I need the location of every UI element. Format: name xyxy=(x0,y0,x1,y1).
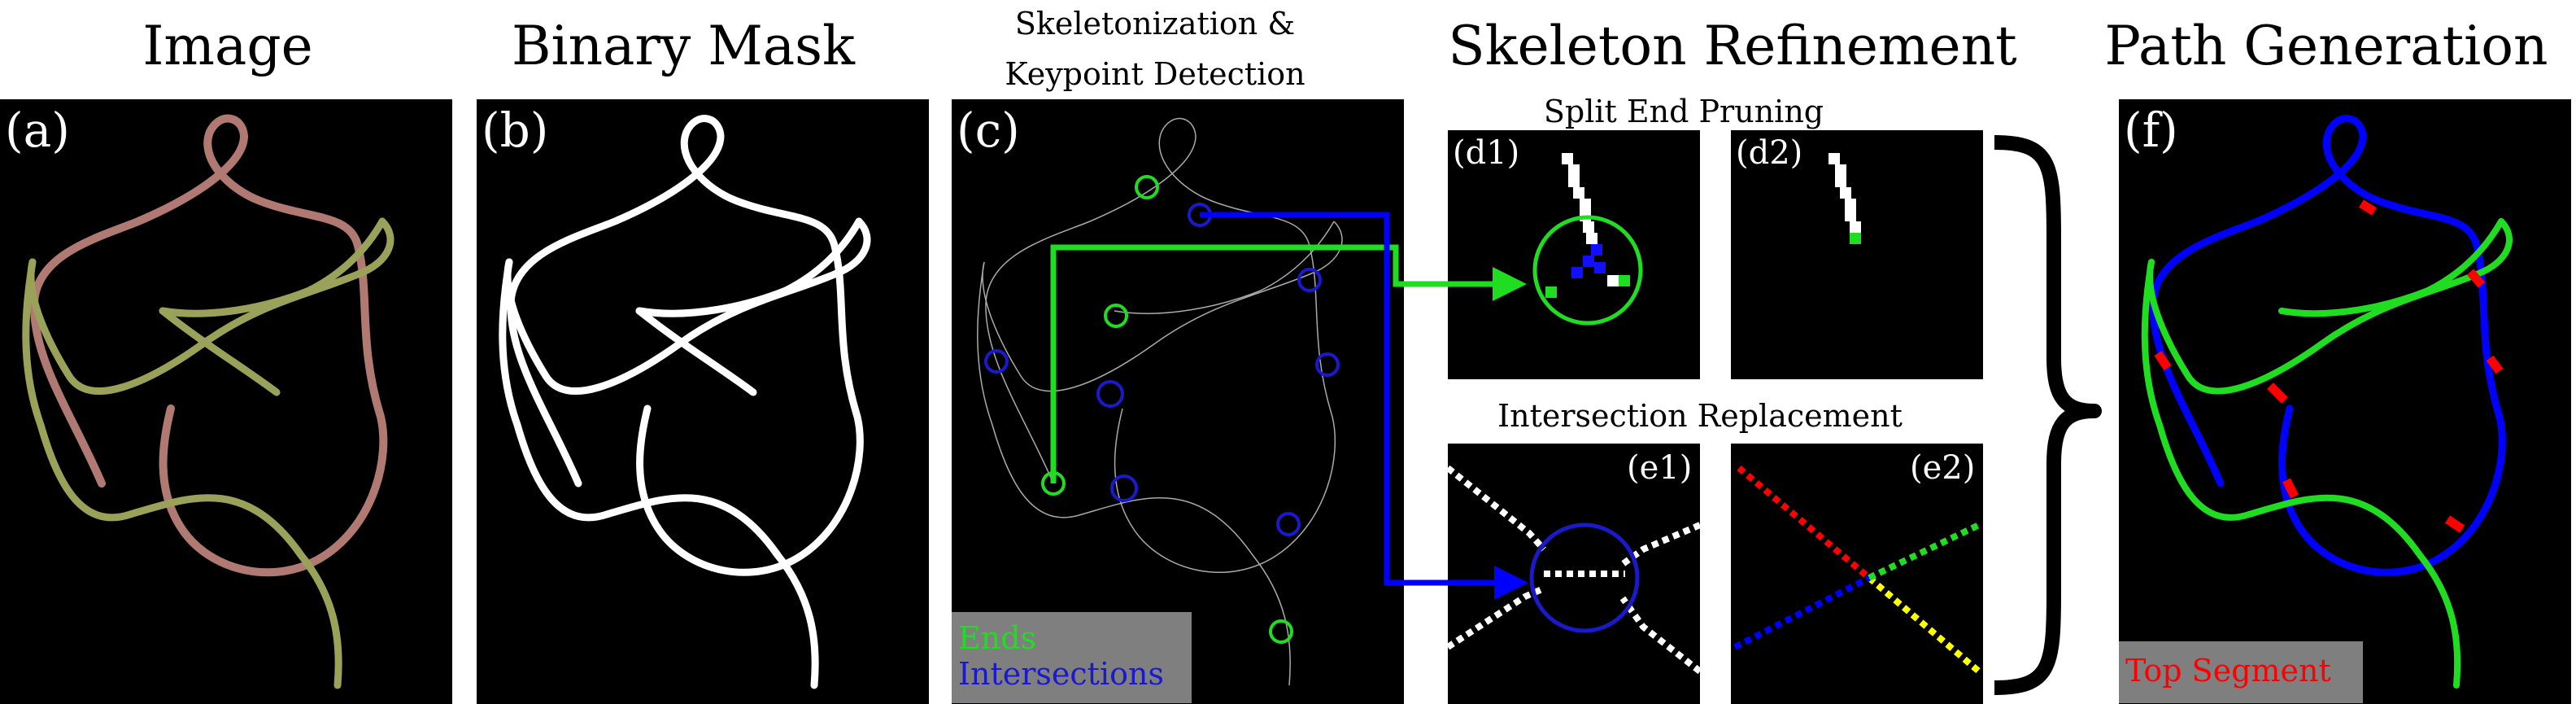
e2-pixels xyxy=(1733,465,1981,675)
title-split-end-pruning: Split End Pruning xyxy=(1543,94,1824,129)
top-segment-mark xyxy=(2282,478,2299,499)
image-cables xyxy=(22,114,394,689)
top-segment-marks xyxy=(2154,199,2504,533)
title-skeleton-refinement: Skeleton Refinement xyxy=(1448,15,2017,77)
d1-pixels xyxy=(1532,153,1643,326)
legend-top-segment: Top Segment xyxy=(2119,641,2363,703)
end-marker xyxy=(1269,619,1293,644)
generated-paths xyxy=(2141,115,2513,689)
label-d1: (d1) xyxy=(1453,134,1520,172)
legend-ends: Ends xyxy=(958,620,1037,656)
label-e2: (e2) xyxy=(1910,449,1976,487)
legend-keypoints: Ends Intersections xyxy=(952,612,1192,703)
legend-top-segment-label: Top Segment xyxy=(2125,653,2331,689)
panel-image: (a) xyxy=(0,99,452,704)
panel-e2: (e2) xyxy=(1731,444,1983,704)
label-f: (f) xyxy=(2124,103,2178,158)
top-segment-mark xyxy=(2359,199,2377,216)
label-c: (c) xyxy=(957,103,1020,158)
label-e1: (e1) xyxy=(1627,449,1693,487)
title-intersection-replacement: Intersection Replacement xyxy=(1497,398,1903,434)
panel-binary-mask: (b) xyxy=(477,99,929,704)
title-binary-mask: Binary Mask xyxy=(511,15,856,77)
title-image: Image xyxy=(142,15,313,77)
top-segment-mark xyxy=(2444,515,2465,533)
intersection-marker xyxy=(984,349,1009,374)
panel-path-generation: (f) Top Segment xyxy=(2119,99,2571,704)
title-path-generation: Path Generation xyxy=(2104,15,2548,77)
top-segment-mark xyxy=(2267,383,2288,404)
panel-d2: (d2) xyxy=(1731,130,1983,379)
legend-intersections: Intersections xyxy=(958,656,1164,692)
binary-mask-cables xyxy=(499,115,871,689)
top-segment-mark xyxy=(2466,269,2486,288)
title-skeletonization-line1: Skeletonization & xyxy=(1014,6,1296,42)
title-skeletonization-line2: Keypoint Detection xyxy=(1005,56,1305,92)
top-segment-mark xyxy=(2486,355,2504,374)
d2-pixels xyxy=(1828,153,1861,244)
end-marker xyxy=(1135,175,1159,199)
top-segment-mark xyxy=(2154,350,2172,371)
label-b: (b) xyxy=(482,103,549,158)
label-d2: (d2) xyxy=(1736,134,1803,172)
label-a: (a) xyxy=(5,103,70,158)
